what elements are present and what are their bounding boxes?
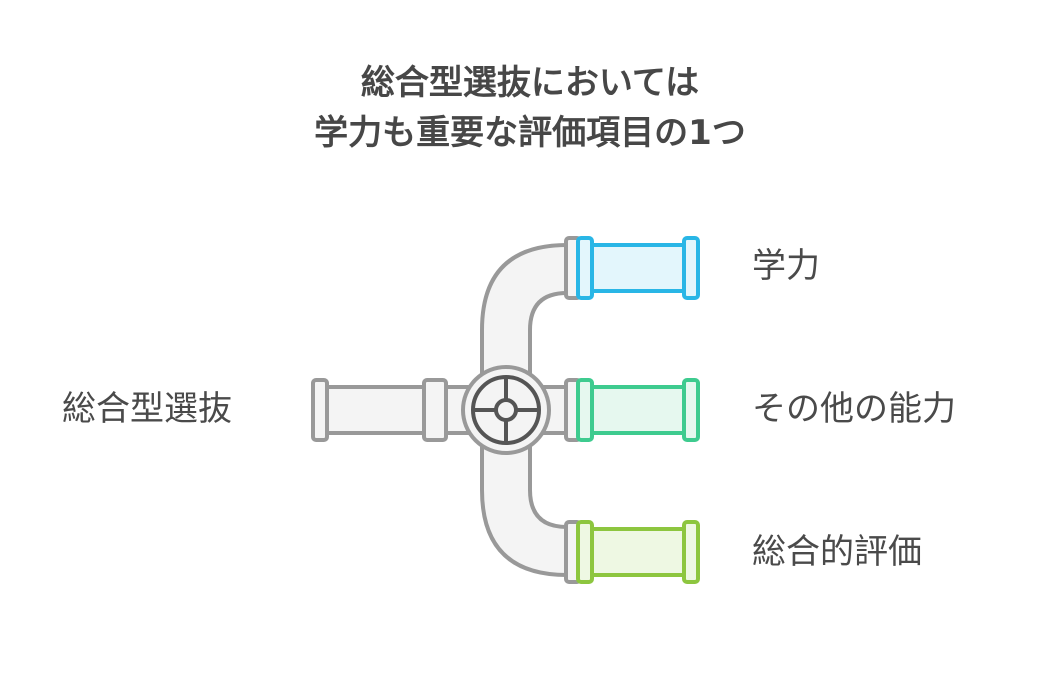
output-pipe-1-body [583,385,692,435]
pipe-input-segment [320,385,474,435]
output-pipe-2-body [583,527,692,577]
output-label-2: 総合的評価 [752,532,922,572]
pipe-upper-elbow [480,243,577,377]
output-pipe-1 [576,378,700,442]
pipe-input-flange-left [311,378,329,442]
output-pipe-0-body [583,243,692,293]
output-label-0: 学力 [752,246,820,286]
output-pipe-0 [576,236,700,300]
pipe-lower-elbow [480,443,577,577]
output-label-1: その他の能力 [752,389,956,429]
output-pipe-2 [576,520,700,584]
output-pipe-2-flange-right [682,520,700,584]
pipe-input-flange-right [422,378,448,442]
title-line-2: 学力も重要な評価項目の1つ [314,113,746,153]
output-pipe-2-flange-left [576,520,594,584]
valve-icon [461,365,551,455]
output-pipe-0-flange-left [576,236,594,300]
diagram-title: 総合型選抜においては 学力も重要な評価項目の1つ [0,58,1060,158]
output-pipe-1-flange-right [682,378,700,442]
output-pipe-1-flange-left [576,378,594,442]
output-pipe-0-flange-right [682,236,700,300]
source-label: 総合型選抜 [62,389,232,429]
title-line-1: 総合型選抜においては [360,63,700,103]
